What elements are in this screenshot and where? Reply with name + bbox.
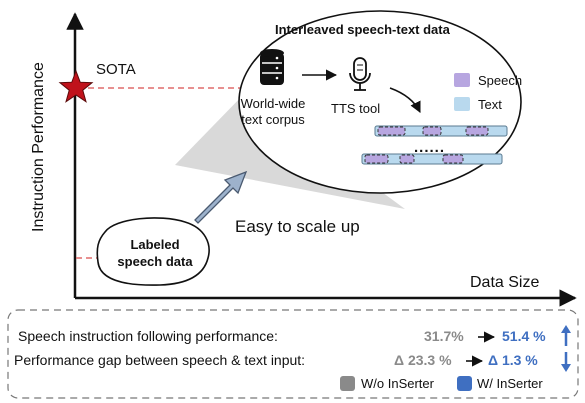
labeled-data-label: Labeled speech data: [105, 236, 205, 270]
interleaved-bar-bottom: [361, 153, 503, 165]
trend-up-icon: [561, 325, 571, 346]
metric-1-without-value: 31.7%: [424, 328, 464, 344]
interleaved-data-ellipse: [238, 10, 522, 194]
scale-up-label: Easy to scale up: [235, 217, 360, 236]
source-label: World-wide text corpus: [238, 96, 308, 128]
sota-star-icon: [58, 69, 94, 103]
legend-without-swatch: [340, 376, 355, 391]
scale-up-arrow: [194, 170, 248, 224]
metric-2-without-value: Δ 23.3 %: [394, 352, 452, 368]
labeled-data-blob: [96, 217, 210, 286]
source-label-line-2: text corpus: [241, 112, 305, 127]
source-label-line-1: World-wide: [240, 96, 306, 111]
database-icon: [260, 49, 284, 85]
labeled-data-line-1: Labeled: [130, 237, 180, 252]
sota-label: SOTA: [96, 61, 136, 78]
tts-label: TTS tool: [331, 101, 381, 116]
legend-text-label: Text: [478, 97, 502, 112]
metric-2-with-value: Δ 1.3 %: [488, 352, 538, 368]
legend-with-swatch: [457, 376, 472, 391]
labeled-data-line-2: speech data: [117, 254, 193, 269]
legend-speech-label: Speech: [478, 73, 523, 88]
interleaved-bar-top: [374, 125, 508, 137]
legend-text-swatch: [454, 97, 470, 111]
metric-1-with-value: 51.4 %: [502, 328, 546, 344]
ellipsis: ......: [414, 139, 446, 156]
microphone-icon: [349, 57, 371, 91]
metrics-panel-frame: [7, 309, 579, 399]
y-axis-label: Instruction Performance: [30, 62, 47, 232]
panel-title: Interleaved speech-text data: [275, 22, 450, 37]
tts-to-data-arrow: [389, 87, 421, 114]
legend-speech-swatch: [454, 73, 470, 87]
x-axis-label: Data Size: [470, 274, 540, 291]
metric-1-label: Speech instruction following performance…: [18, 328, 278, 344]
metric-2-label: Performance gap between speech & text in…: [14, 352, 306, 368]
legend-without-label: W/o InSerter: [361, 376, 434, 391]
trend-down-icon: [561, 352, 571, 372]
legend-with-label: W/ InSerter: [477, 376, 543, 391]
